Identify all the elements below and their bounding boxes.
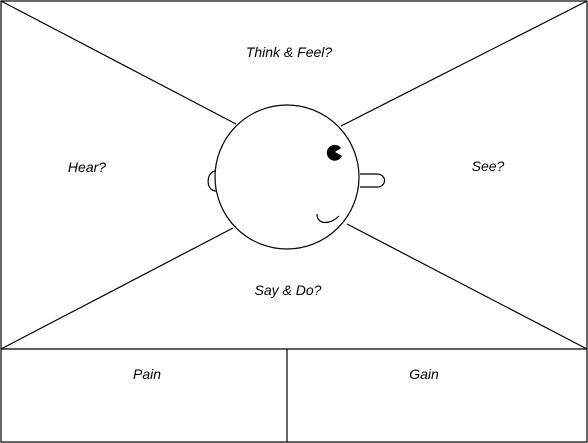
eye-icon [326,144,343,161]
head-circle [214,104,360,250]
diagonal-bottom-right [346,223,588,350]
pain-label: Pain [132,366,162,382]
gain-label: Gain [409,366,439,382]
say-do-label: Say & Do? [254,282,322,298]
diagonal-top-left [0,0,237,125]
smile-icon [316,213,340,224]
think-feel-label: Think & Feel? [245,44,333,60]
hear-label: Hear? [67,159,107,175]
diagonal-bottom-left [0,227,234,350]
ear-icon [207,170,217,192]
diagonal-top-right [340,0,588,127]
nose-icon [360,173,386,188]
see-label: See? [471,158,505,174]
